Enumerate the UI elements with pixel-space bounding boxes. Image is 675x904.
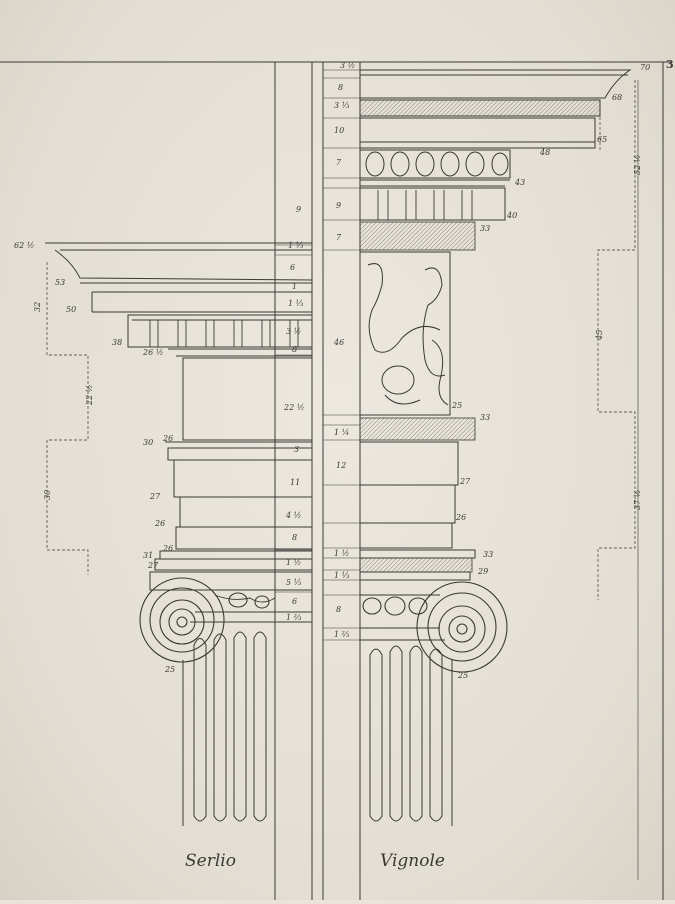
vignole-frieze-ornament: [367, 263, 449, 406]
vignole-mark: 40: [506, 211, 517, 220]
vignole-mark: 25: [451, 401, 462, 410]
vignole-mark: 52 ½: [633, 155, 642, 175]
vignole-mark: 37 ½: [633, 490, 642, 510]
plate-number: 3: [666, 58, 674, 71]
serlio-mark: 30: [143, 438, 153, 447]
serlio-mark: 26 ½: [142, 348, 163, 357]
serlio-mark: 31: [143, 551, 153, 560]
scale-mark: 22 ½: [283, 403, 304, 412]
scale-mark: 1 ⅔: [286, 613, 302, 622]
serlio-mark: 26: [162, 434, 173, 443]
scale-column: 3 ½ 8 3 ⅓ 10 7 9 7 9 1 ⅓ 6 1 1 ⅓ 3 ½ 8 4…: [283, 61, 355, 639]
scale-mark: 46: [333, 338, 344, 347]
vignole-dentil-blocks: [377, 190, 473, 220]
vignole-mark: 29: [477, 567, 488, 576]
scale-mark: 8: [338, 83, 343, 92]
serlio-mark: 26: [154, 519, 165, 528]
vignole-mark: 65: [597, 135, 607, 144]
vignole-mark: 27: [459, 477, 471, 486]
scale-mark: 5 ⅓: [286, 578, 302, 587]
scale-mark: 3 ⅓: [334, 101, 350, 110]
scale-mark: 7: [336, 158, 342, 167]
vignole-mark: 70: [640, 63, 650, 72]
serlio-mark: 50: [66, 305, 76, 314]
serlio-mark: 32: [33, 302, 42, 312]
serlio-mark: 27: [149, 492, 161, 501]
serlio-fluted-shaft: [182, 631, 276, 826]
scale-mark: 6: [290, 263, 295, 272]
vignole-mark: 33: [483, 550, 493, 559]
scale-mark: 1 ⅓: [334, 571, 350, 580]
vignole-mark: 68: [612, 93, 622, 102]
scale-mark: 3: [294, 445, 299, 454]
scale-mark: 1 ¼: [334, 428, 349, 437]
serlio-mark: 53: [55, 278, 65, 287]
serlio-volute: [139, 577, 276, 663]
vignole-egg-and-dart: [365, 151, 509, 177]
serlio-mark: 27: [147, 561, 159, 570]
vignole-volute: [362, 581, 508, 673]
vignole-mark: 33: [480, 413, 490, 422]
vignole-fluted-shaft: [359, 645, 453, 826]
scale-mark: 1 ½: [334, 549, 349, 558]
scale-mark: 1 ⅔: [334, 630, 350, 639]
caption-serlio: Serlio: [185, 851, 236, 871]
scale-mark: 9: [336, 201, 341, 210]
scale-mark: 1 ⅓: [288, 241, 304, 250]
scale-mark: 8: [336, 605, 341, 614]
caption-vignole: Vignole: [380, 851, 445, 871]
scale-mark: 1 ½: [286, 558, 301, 567]
scale-mark: 8: [292, 345, 297, 354]
scale-mark: 12: [336, 461, 346, 470]
scale-mark: 3 ½: [286, 327, 301, 336]
serlio-dentil-blocks: [149, 320, 299, 347]
scale-mark: 9: [296, 205, 301, 214]
serlio-mark: 22 ½: [85, 385, 94, 406]
vignole-mark: 48: [539, 148, 550, 157]
scale-mark: 6: [292, 597, 297, 606]
serlio-mark: 38: [112, 338, 122, 347]
vignole-mark: 26: [455, 513, 466, 522]
scale-mark: 8: [292, 533, 297, 542]
scale-mark: 10: [334, 126, 344, 135]
scale-mark: 11: [290, 478, 300, 487]
serlio-mark: 26: [162, 544, 173, 553]
scale-mark: 1 ⅓: [288, 299, 304, 308]
serlio-entablature: [45, 242, 313, 623]
scale-mark: 3 ½: [340, 61, 355, 70]
vignole-mark: 33: [480, 224, 490, 233]
vignole-proportion-line: [597, 80, 636, 600]
vignole-mark: 43: [514, 178, 525, 187]
scale-mark: 7: [336, 233, 342, 242]
serlio-mark: 25: [164, 665, 175, 674]
vignole-entablature: [359, 69, 632, 641]
serlio-mark: 62 ½: [14, 241, 34, 250]
vignole-mark: 45: [595, 330, 604, 341]
serlio-mark: 30: [43, 490, 52, 500]
scale-mark: 4 ½: [285, 511, 301, 520]
scale-mark: 1: [292, 282, 297, 291]
vignole-mark: 25: [457, 671, 468, 680]
